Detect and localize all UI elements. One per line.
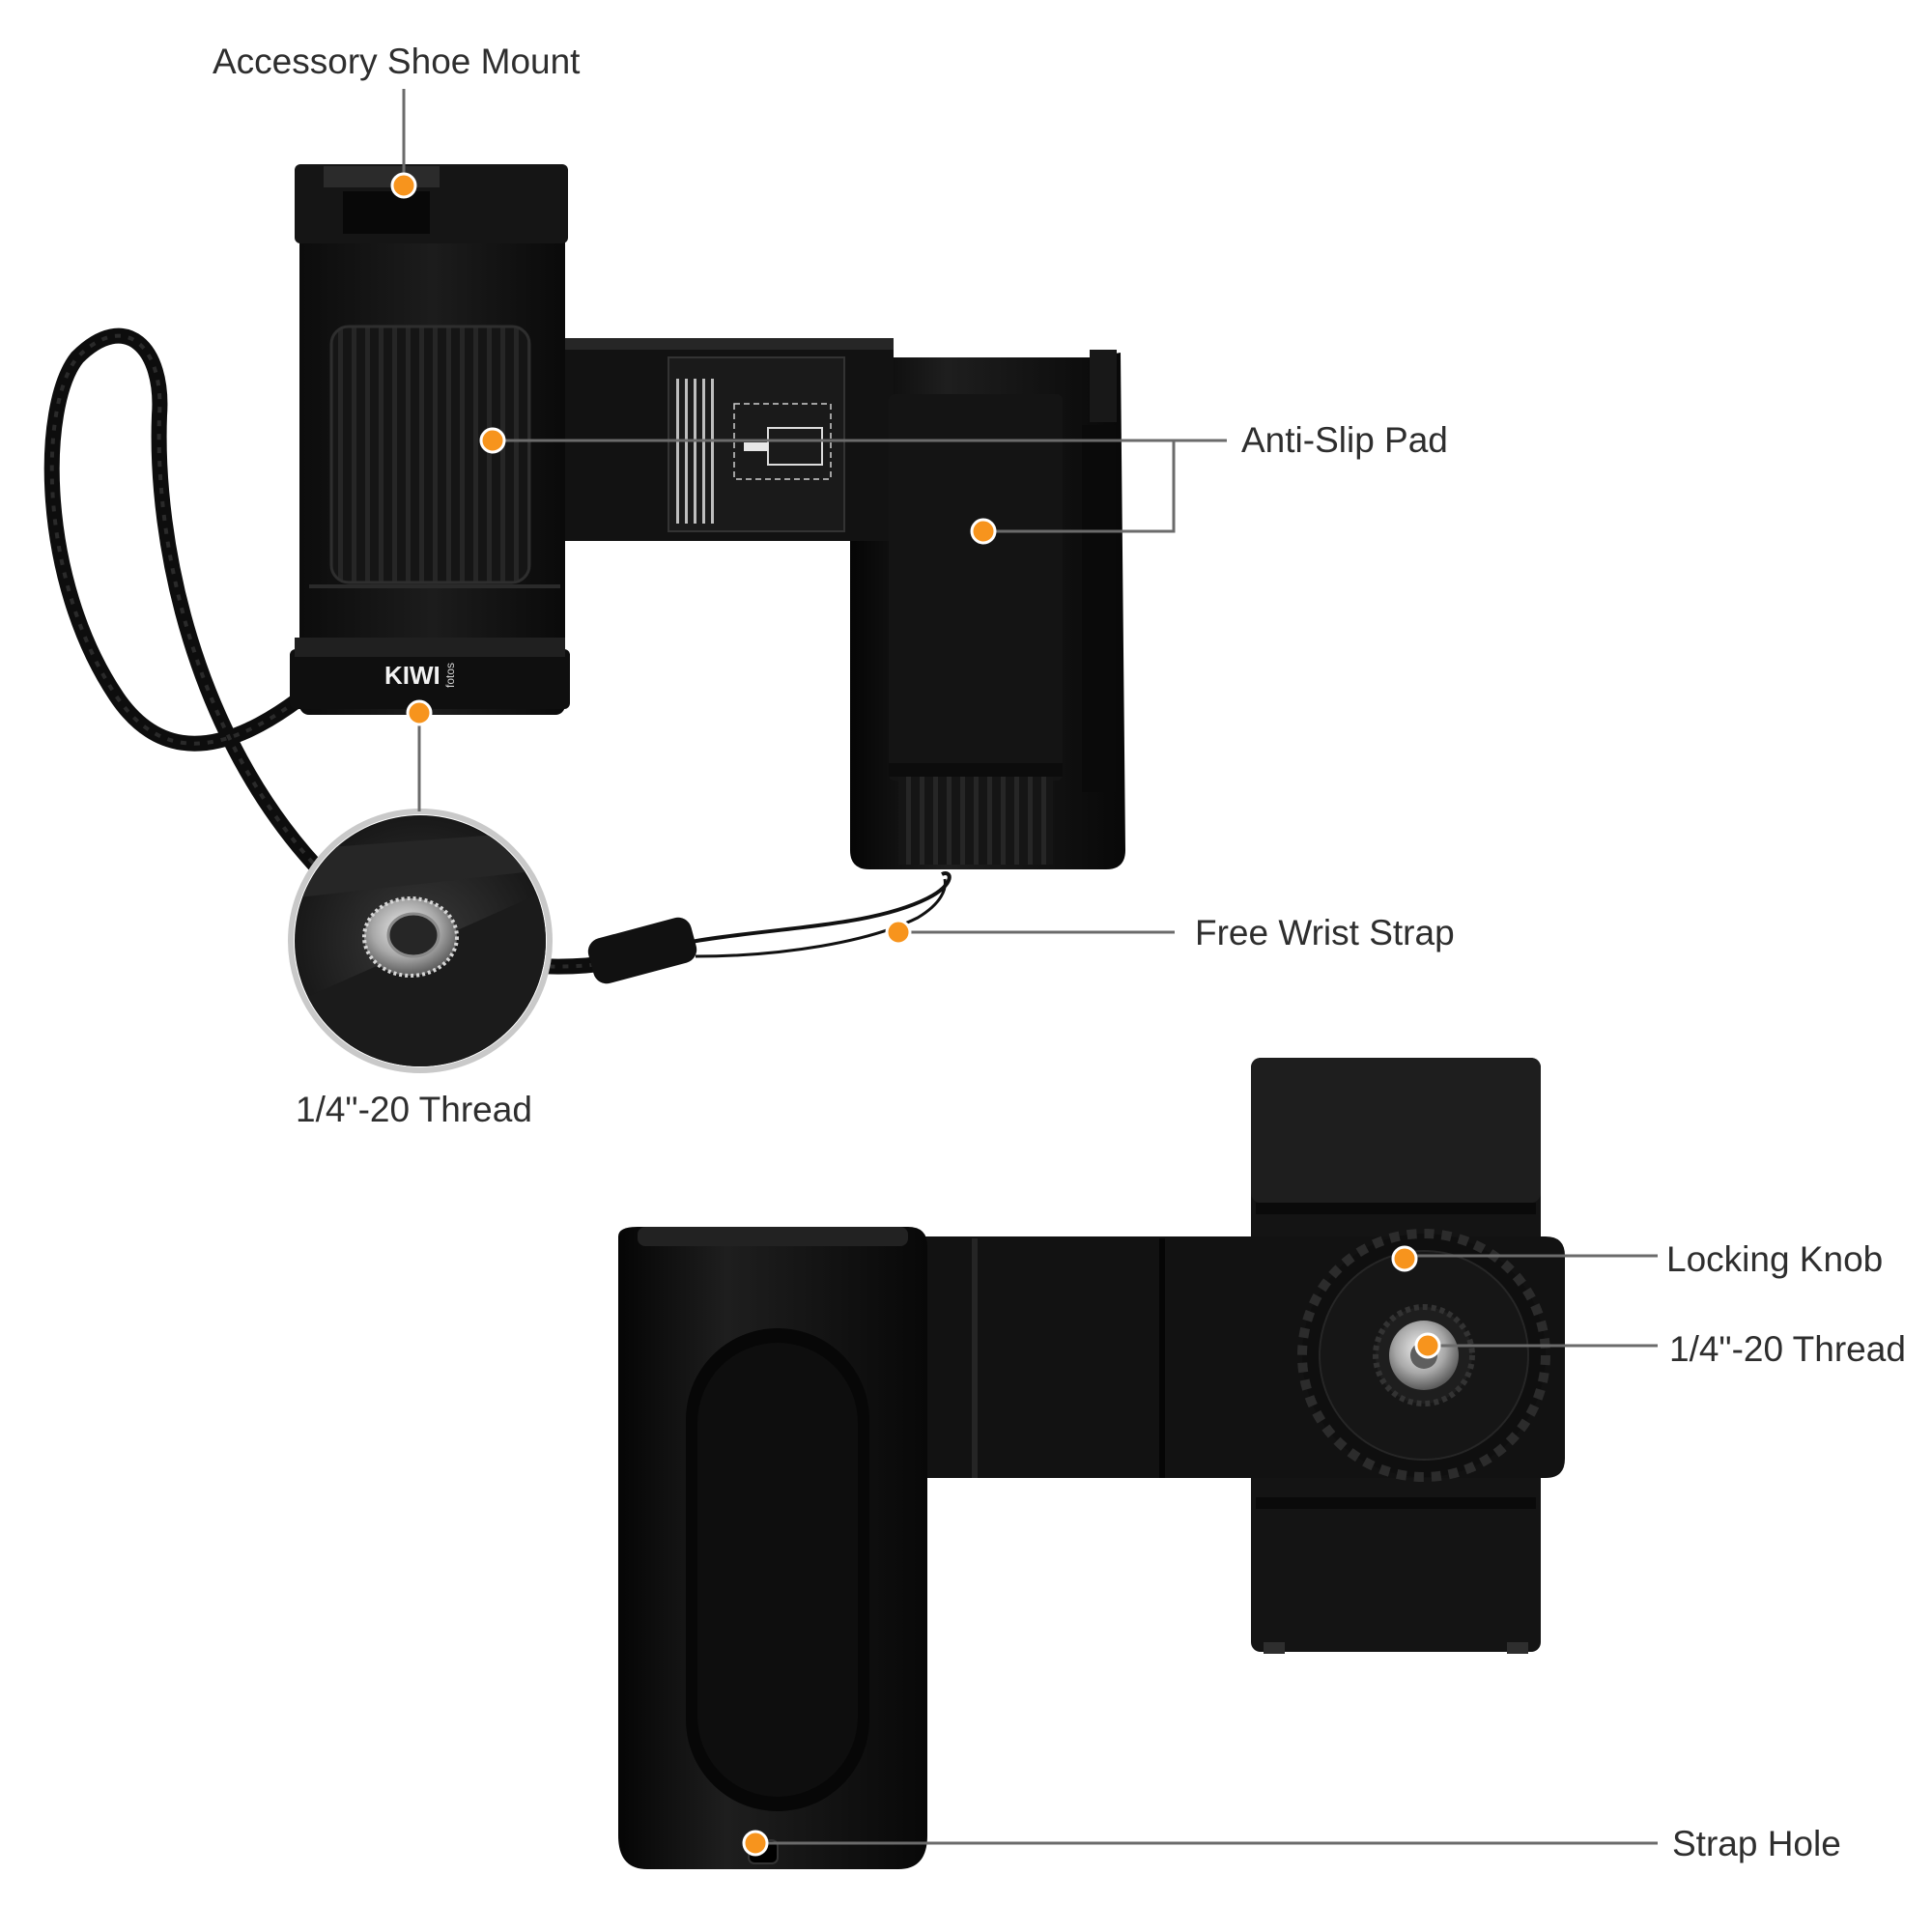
label-thread-bottom: 1/4"-20 Thread bbox=[1669, 1329, 1906, 1369]
callout-dot-thread-bottom bbox=[1414, 1332, 1441, 1359]
label-anti-slip-pad: Anti-Slip Pad bbox=[1241, 420, 1448, 460]
callout-dot-strap-hole bbox=[742, 1830, 769, 1857]
callout-dot-thread-top bbox=[406, 699, 433, 726]
bottom-product-view bbox=[618, 1058, 1565, 1869]
callout-dot-anti-slip-clamp bbox=[479, 427, 506, 454]
label-thread-top: 1/4"-20 Thread bbox=[296, 1090, 532, 1129]
label-locking-knob: Locking Knob bbox=[1666, 1239, 1884, 1279]
callout-dot-anti-slip-grip bbox=[970, 518, 997, 545]
callout-dot-wrist-strap bbox=[885, 919, 912, 946]
label-strap-hole: Strap Hole bbox=[1672, 1824, 1841, 1863]
callout-lines bbox=[402, 89, 1658, 1845]
callout-dot-accessory-shoe bbox=[390, 172, 417, 199]
label-accessory-shoe-mount: Accessory Shoe Mount bbox=[213, 42, 581, 81]
thread-zoom-detail bbox=[288, 809, 553, 1073]
svg-text:fotos: fotos bbox=[443, 663, 457, 688]
strap-connector bbox=[587, 917, 697, 984]
callout-dots bbox=[390, 172, 1441, 1857]
label-free-wrist-strap: Free Wrist Strap bbox=[1195, 913, 1455, 952]
top-product-view: KIWI fotos bbox=[43, 164, 1125, 984]
brand-logo: KIWI bbox=[384, 661, 440, 690]
callout-dot-locking-knob bbox=[1391, 1245, 1418, 1272]
clamp-anti-slip-pad bbox=[331, 327, 529, 582]
